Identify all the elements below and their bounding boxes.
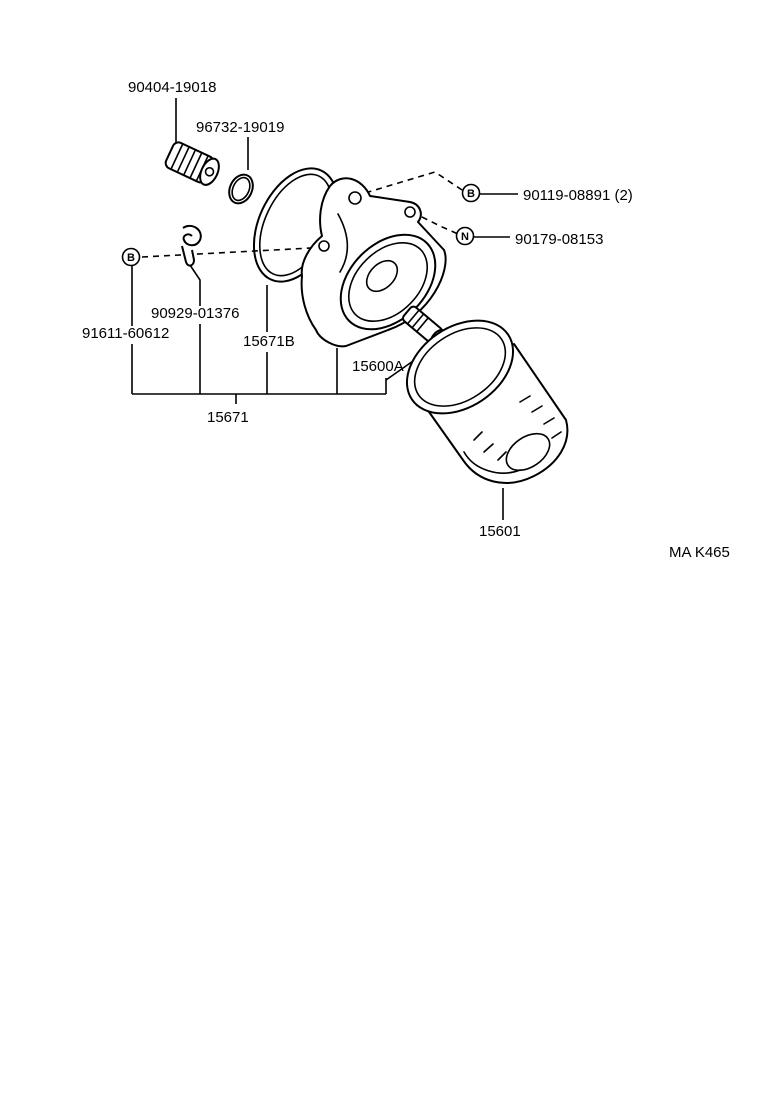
dashed-ref-b-right (354, 171, 463, 197)
label-nut: 90179-08153 (515, 231, 603, 248)
dashed-ref-n (411, 211, 459, 235)
dashed-ref-b-left (141, 246, 331, 258)
svg-text:B: B (127, 252, 135, 264)
label-stud: 91611-60612 (82, 325, 169, 342)
small-o-ring-drawing (228, 173, 254, 205)
label-union: 15600A (352, 358, 404, 375)
label-o-ring-small: 96732-19019 (196, 119, 284, 136)
diagram-code: MA K465 (669, 544, 730, 561)
label-bolt-b: 90119-08891 (2) (523, 187, 633, 204)
filter-bracket-drawing (300, 177, 447, 348)
label-union-bolt: 90404-19018 (128, 79, 216, 96)
label-gasket: 15671B (243, 333, 295, 350)
assembly-bracket-lines (131, 324, 387, 404)
oil-filter-drawing (405, 319, 569, 484)
filter-grip-ribs (473, 395, 562, 461)
marker-n: N (455, 226, 475, 246)
svg-text:B: B (467, 188, 475, 200)
marker-b-left: B (121, 247, 141, 267)
svg-text:N: N (461, 231, 469, 243)
label-oil-filter: 15601 (479, 523, 521, 540)
label-bracket-assy: 15671 (207, 409, 249, 426)
clip-drawing (181, 224, 202, 267)
marker-b-right: B (461, 183, 481, 203)
label-clip: 90929-01376 (151, 305, 239, 322)
union-bolt-drawing (164, 141, 220, 186)
leader-clip (189, 264, 201, 306)
